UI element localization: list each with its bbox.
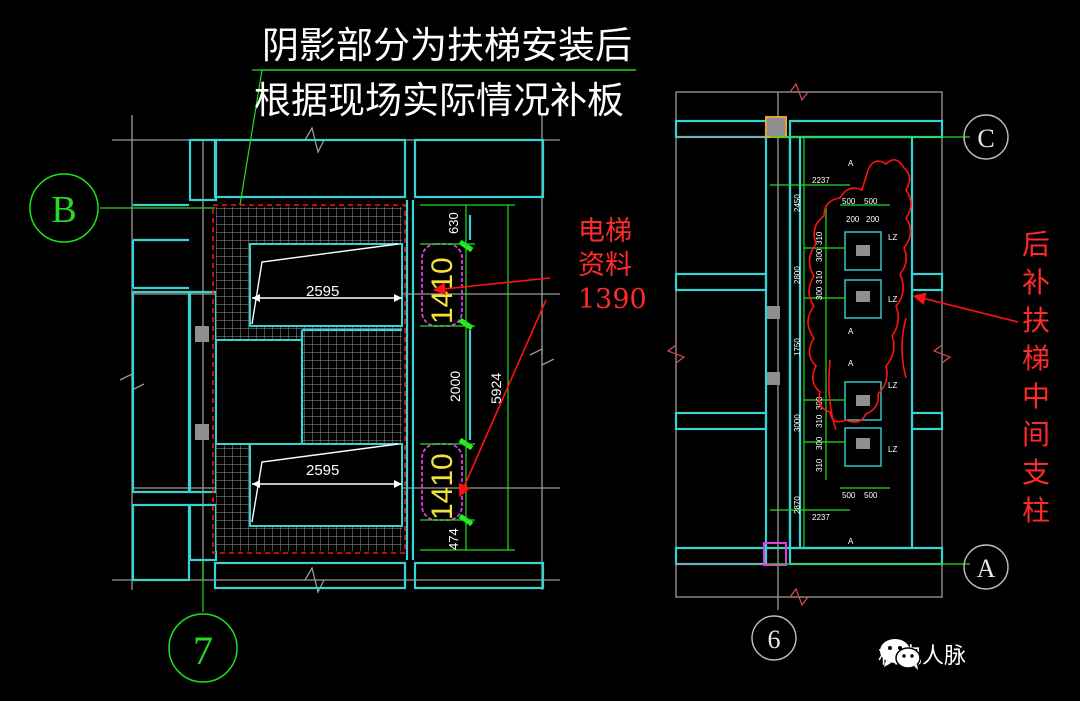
lz-label-2: LZ [888,295,897,304]
dim-inner-1: 310 [815,231,824,245]
dim-inner-7: 300 [815,436,824,450]
dim-inner-3: 310 [815,270,824,284]
svg-text:1390: 1390 [578,284,647,315]
section-mark-2: A [848,327,854,336]
svg-text:梯: 梯 [1022,342,1050,375]
svg-text:6: 6 [768,625,781,654]
lz-label-3: LZ [888,381,897,390]
dim-5924: 5924 [488,373,504,404]
dim-2450: 2450 [793,194,802,212]
dim-span-upper: 2595 [306,283,339,300]
column-lower [195,424,209,440]
right-plan: LZ LZ LZ LZ 2237 2237 500 500 200 200 50… [666,82,1009,661]
axis-bubble-c: C [963,114,1009,160]
svg-text:补: 补 [1022,266,1050,299]
axis-bubble-a: A [963,544,1009,590]
svg-text:支: 支 [1022,456,1050,489]
left-plan: 2595 2595 1410 1410 630 2000 5924 [29,69,636,683]
svg-text:扶: 扶 [1022,304,1050,337]
dim-630: 630 [446,212,461,234]
support-lower-label: 1410 [426,453,459,520]
support-upper-label: 1410 [426,257,459,324]
escalator-opening-upper [249,243,403,327]
escalator-opening-lower [249,443,403,527]
column-c [765,116,787,138]
dim-2237-bottom: 2237 [812,513,830,522]
svg-text:电梯: 电梯 [578,216,632,247]
dim-span-lower: 2595 [306,462,339,479]
right-dimensions [770,136,970,565]
lz-label-1: LZ [888,233,897,242]
escalator-upper [251,243,402,325]
revision-cloud [807,159,912,423]
dim-inner-6: 310 [815,414,824,428]
svg-text:柱: 柱 [1022,494,1050,527]
dim-inner-4: 300 [815,286,824,300]
note-line-2: 根据现场实际情况补板 [254,79,624,122]
svg-text:中: 中 [1022,380,1050,413]
note-line-1: 阴影部分为扶梯安装后 [262,24,632,67]
dim-bottom-500b: 500 [864,491,878,500]
dim-2870: 2870 [793,496,802,514]
axis-bubble-b: B [29,173,99,243]
column-a [763,542,787,566]
dim-top-500b: 500 [864,197,878,206]
dim-top-200a: 200 [846,215,860,224]
dim-top-200b: 200 [866,215,880,224]
svg-text:C: C [977,124,994,153]
svg-text:资料: 资料 [578,250,632,281]
support-column-note: 后 补 扶 梯 中 间 支 柱 [912,228,1050,527]
lz-supports [844,231,882,467]
left-walls [131,138,545,590]
axis-bubble-6: 6 [751,615,797,661]
section-mark-1: A [848,159,854,168]
dim-2000: 2000 [447,371,463,402]
svg-text:间: 间 [1022,418,1050,451]
dim-inner-8: 310 [815,458,824,472]
column-upper [195,326,209,342]
dim-1750: 1750 [793,338,802,356]
svg-text:B: B [51,189,76,231]
dim-top-500a: 500 [842,197,856,206]
dim-bottom-500a: 500 [842,491,856,500]
section-mark-3: A [848,359,854,368]
svg-text:7: 7 [193,628,213,673]
escalator-lower [251,443,402,523]
dim-2237-top: 2237 [812,176,830,185]
dim-474: 474 [446,528,461,550]
watermark: 机电人脉 [878,637,966,671]
dim-inner-2: 300 [815,248,824,262]
wechat-icon [880,639,921,670]
dim-2800: 2800 [793,266,802,284]
lz-label-4: LZ [888,445,897,454]
svg-text:A: A [977,554,996,583]
svg-text:后: 后 [1022,228,1050,261]
axis-bubble-7: 7 [168,613,238,683]
dim-3000: 3000 [793,414,802,432]
elevator-note: 电梯 资料 1390 [432,216,647,498]
section-mark-4: A [848,537,854,546]
core-opening [215,339,303,445]
